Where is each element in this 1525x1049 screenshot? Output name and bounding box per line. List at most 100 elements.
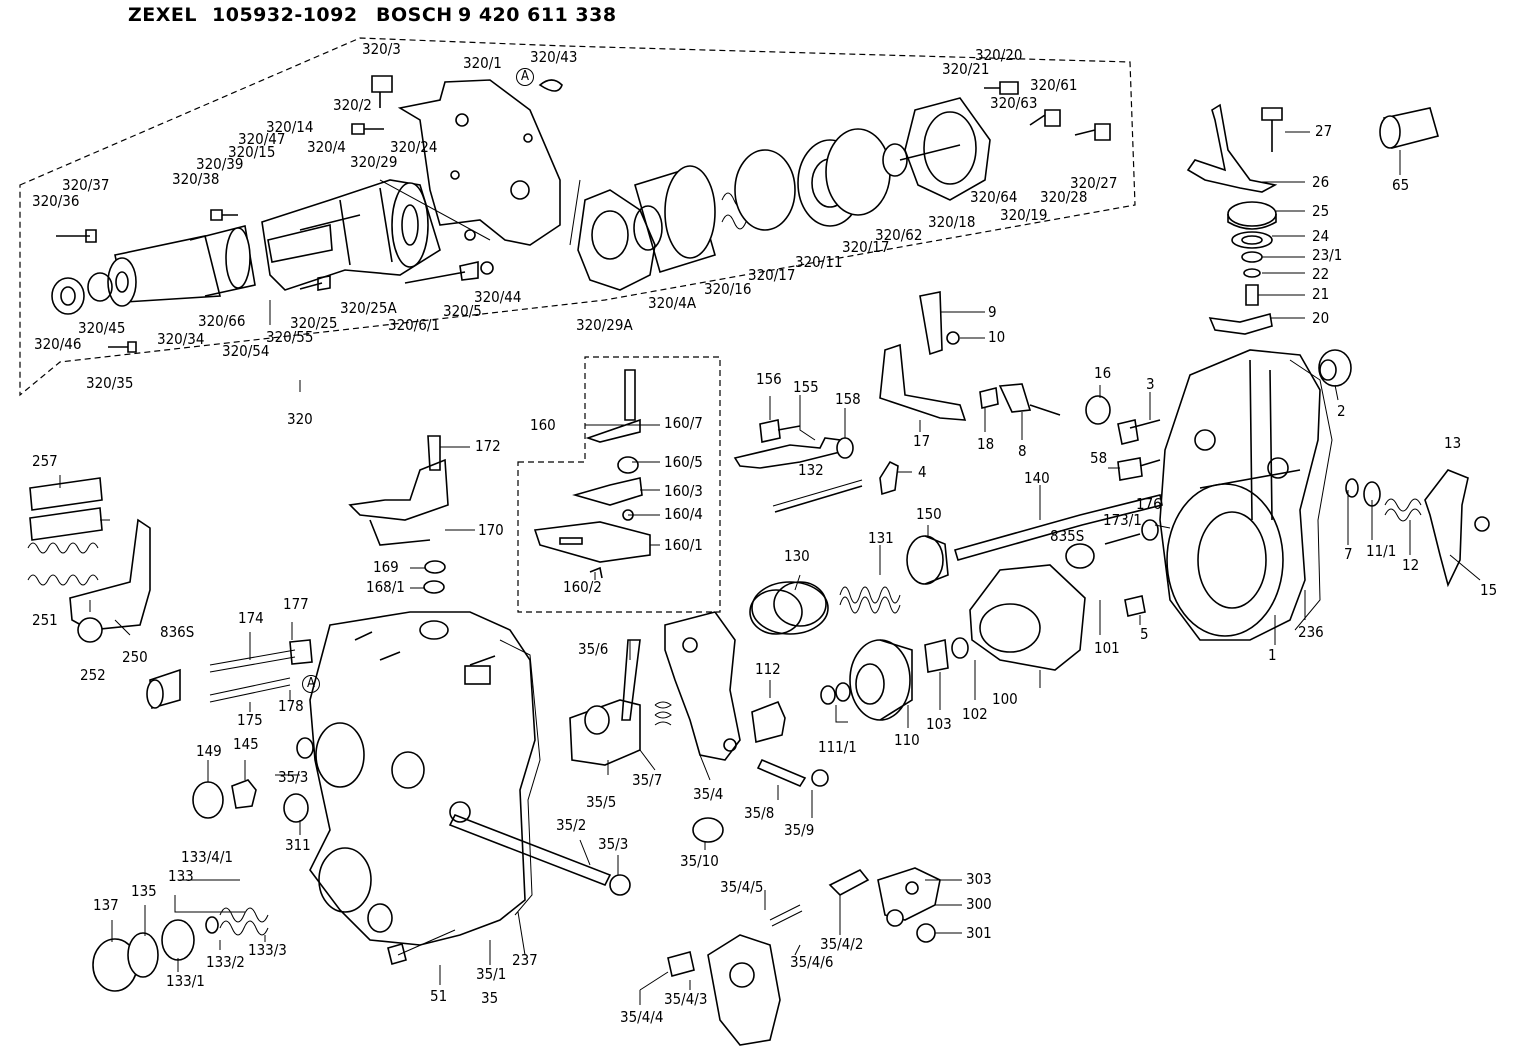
label-250: 250: [122, 648, 148, 666]
label-320-28: 320/28: [1040, 188, 1088, 206]
label-2: 2: [1337, 402, 1346, 420]
label-35-4-3: 35/4/3: [664, 990, 708, 1008]
label-132: 132: [798, 461, 824, 479]
label-320-17b: 320/17: [842, 238, 890, 256]
label-320-21: 320/21: [942, 60, 990, 78]
label-133-1: 133/1: [166, 972, 205, 990]
label-1: 1: [1268, 646, 1277, 664]
label-320-46: 320/46: [34, 335, 82, 353]
label-251: 251: [32, 611, 58, 629]
label-252: 252: [80, 666, 106, 684]
label-320-61: 320/61: [1030, 76, 1078, 94]
label-65: 65: [1392, 176, 1410, 194]
label-130: 130: [784, 547, 810, 565]
label-160-4: 160/4: [664, 505, 703, 523]
label-149: 149: [196, 742, 222, 760]
label-176: 176: [1136, 495, 1162, 513]
label-320-1: 320/1: [463, 54, 502, 72]
label-174: 174: [238, 609, 264, 627]
label-160-5: 160/5: [664, 453, 703, 471]
label-320-6-1: 320/6/1: [388, 316, 441, 334]
label-160-3: 160/3: [664, 482, 703, 500]
label-320-15: 320/15: [228, 143, 276, 161]
label-27: 27: [1315, 122, 1333, 140]
label-311: 311: [285, 836, 311, 854]
label-35: 35: [481, 989, 499, 1007]
header-part1: 105932-1092: [212, 4, 358, 26]
label-35-4-5: 35/4/5: [720, 878, 764, 896]
label-320-5: 320/5: [443, 302, 482, 320]
label-320-2: 320/2: [333, 96, 372, 114]
label-A-mid: A: [302, 675, 320, 693]
label-160-1: 160/1: [664, 536, 703, 554]
label-145: 145: [233, 735, 259, 753]
label-111-1: 111/1: [818, 738, 857, 756]
label-35-10: 35/10: [680, 852, 719, 870]
label-101: 101: [1094, 639, 1120, 657]
label-137: 137: [93, 896, 119, 914]
group-320-boundary: [19, 37, 1136, 397]
label-320-38: 320/38: [172, 170, 220, 188]
label-100: 100: [992, 690, 1018, 708]
label-320-19: 320/19: [1000, 206, 1048, 224]
label-150: 150: [916, 505, 942, 523]
label-22: 22: [1312, 265, 1330, 283]
label-21: 21: [1312, 285, 1330, 303]
label-320-43: 320/43: [530, 48, 578, 66]
label-320-45: 320/45: [78, 319, 126, 337]
label-160-7: 160/7: [664, 414, 703, 432]
label-320-11: 320/11: [795, 253, 843, 271]
label-320-47: 320/47: [238, 130, 286, 148]
label-320-36: 320/36: [32, 192, 80, 210]
label-320-27: 320/27: [1070, 174, 1118, 192]
label-35-3a: 35/3: [278, 768, 309, 786]
label-320-25: 320/25: [290, 314, 338, 332]
label-58: 58: [1090, 449, 1108, 467]
label-257: 257: [32, 452, 58, 470]
label-24: 24: [1312, 227, 1330, 245]
label-12: 12: [1402, 556, 1420, 574]
label-10: 10: [988, 328, 1006, 346]
label-320-39: 320/39: [196, 155, 244, 173]
label-160: 160: [530, 416, 556, 434]
label-320-24: 320/24: [390, 138, 438, 156]
label-4: 4: [918, 463, 927, 481]
label-17: 17: [913, 432, 931, 450]
label-20: 20: [1312, 309, 1330, 327]
label-35-4-6: 35/4/6: [790, 953, 834, 971]
label-320-54: 320/54: [222, 342, 270, 360]
label-9: 9: [988, 303, 997, 321]
label-320-16: 320/16: [704, 280, 752, 298]
label-320-4A: 320/4A: [648, 294, 697, 312]
leader-lines: [59, 131, 1481, 1005]
label-23-1: 23/1: [1312, 246, 1343, 264]
label-133-4-1: 133/4/1: [181, 848, 234, 866]
label-320-20: 320/20: [975, 46, 1023, 64]
label-320-35: 320/35: [86, 374, 134, 392]
upper-right-parts: [733, 103, 1439, 513]
label-168-1: 168/1: [366, 578, 405, 596]
label-320-4: 320/4: [307, 138, 346, 156]
label-133: 133: [168, 867, 194, 885]
label-A-top: A: [516, 68, 534, 86]
label-178: 178: [278, 697, 304, 715]
main-housing: [309, 611, 631, 965]
label-35-6: 35/6: [578, 640, 609, 658]
label-320-18: 320/18: [928, 213, 976, 231]
header-part2: 9 420 611 338: [458, 4, 617, 26]
label-320: 320: [287, 410, 313, 428]
label-25: 25: [1312, 202, 1330, 220]
label-155: 155: [793, 378, 819, 396]
label-320-44: 320/44: [474, 288, 522, 306]
label-301: 301: [966, 924, 992, 942]
label-160-2: 160/2: [563, 578, 602, 596]
label-7: 7: [1344, 545, 1353, 563]
label-177: 177: [283, 595, 309, 613]
label-236: 236: [1298, 623, 1324, 641]
label-35-2: 35/2: [556, 816, 587, 834]
label-35-7: 35/7: [632, 771, 663, 789]
header-maker2: BOSCH: [376, 4, 453, 26]
label-133-3: 133/3: [248, 941, 287, 959]
label-35-4-4: 35/4/4: [620, 1008, 664, 1026]
label-35-9: 35/9: [784, 821, 815, 839]
